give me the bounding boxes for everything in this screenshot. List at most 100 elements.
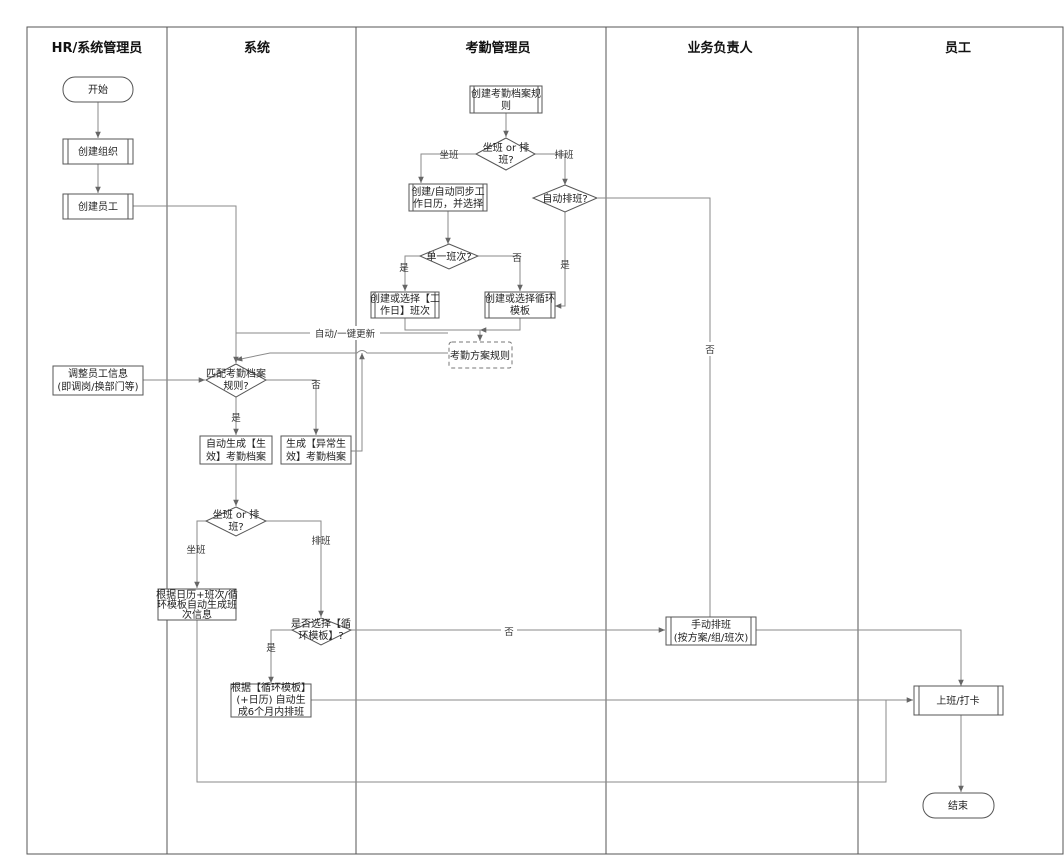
create-rule-line1: 创建考勤档案规	[471, 87, 541, 100]
label-bg-auto-update	[310, 326, 380, 340]
edge-emp-match	[133, 205, 239, 363]
choose-cycle-line2: 环模板】?	[298, 629, 343, 642]
shift-type-decision-att	[474, 137, 537, 171]
gen-6-months-box	[230, 683, 312, 718]
label-auto-update: 自动/一键更新	[315, 328, 376, 340]
edge-paiban-sys	[266, 520, 324, 617]
shift-type-sys-line1: 坐班 or 排	[213, 508, 260, 521]
attendance-plan-rule-label: 考勤方案规则	[450, 349, 510, 362]
lane-titles: HR/系统管理员 系统 考勤管理员 业务负责人 员工	[52, 40, 971, 56]
create-calendar-process	[408, 183, 488, 212]
cycle-template-process	[484, 291, 556, 319]
edge-calendar-path-to-clock	[196, 620, 887, 783]
start-node-label: 开始	[88, 83, 108, 96]
auto-schedule-label: 自动排班?	[542, 192, 587, 205]
label-bg-auto-no	[702, 342, 718, 356]
create-employee-label: 创建员工	[78, 200, 118, 213]
attendance-plan-rule-node	[448, 341, 513, 369]
edge-single-no	[478, 255, 523, 291]
single-shift-label: 单一班次?	[426, 250, 471, 263]
adjust-employee-line2: (即调岗/换部门等)	[57, 380, 138, 393]
create-org-label: 创建组织	[78, 145, 118, 158]
create-rule-line2: 则	[501, 99, 511, 112]
label-cycle-no: 否	[504, 627, 514, 638]
shift-type-decision-sys	[204, 506, 268, 537]
swimlane-frame	[26, 26, 1064, 855]
gen-by-calendar-line1: 根据日历+班次/循	[156, 588, 238, 601]
clock-in-process	[913, 685, 1004, 716]
label-paiban-sys: 排班	[311, 535, 331, 547]
create-calendar-line2: 作日历，并选择	[413, 197, 483, 210]
adjust-employee-line1: 调整员工信息	[68, 367, 128, 380]
gen-abnormal-box	[280, 435, 352, 465]
manual-schedule-line2: (按方案/组/班次)	[674, 631, 749, 644]
gen-6-months-line1: 根据【循环模板】	[231, 681, 311, 694]
gen-abnormal-line2: 效】考勤档案	[286, 450, 346, 463]
auto-gen-valid-line2: 效】考勤档案	[206, 450, 266, 463]
edge-cycle-plan	[480, 317, 521, 333]
manual-schedule-line1: 手动排班	[691, 618, 731, 631]
workday-shift-line2: 作日】班次	[380, 304, 430, 317]
edge-workday-plan	[404, 317, 483, 341]
label-zuoban-sys: 坐班	[186, 544, 206, 556]
label-single-yes: 是	[399, 263, 409, 274]
workday-shift-process	[370, 291, 440, 319]
match-rule-line1: 匹配考勤档案	[206, 367, 266, 380]
outer-frame	[26, 26, 1064, 855]
clock-in-label: 上班/打卡	[936, 694, 979, 707]
label-bg-cycle-no	[501, 624, 517, 638]
gen-abnormal-line1: 生成【异常生	[286, 437, 346, 450]
edge-labels: 自动/一键更新 坐班 排班 是 否 是 否 是 否 坐班 排班 是 否	[186, 149, 718, 654]
choose-cycle-line1: 是否选择【循	[291, 617, 351, 630]
edge-zuoban-att	[418, 153, 476, 183]
label-match-no: 否	[311, 380, 321, 391]
edge-single-yes	[402, 255, 420, 291]
gen-6-months-line3: 成6个月内排班	[238, 705, 304, 718]
shift-type-att-line2: 班?	[498, 154, 513, 166]
end-node-label: 结束	[948, 799, 968, 812]
gen-6-months-line2: (+日历) 自动生	[236, 693, 305, 706]
adjust-employee-box	[52, 365, 144, 396]
shift-type-att-line1: 坐班 or 排	[483, 141, 530, 154]
create-rule-process	[469, 85, 543, 114]
create-calendar-line1: 创建/自动同步工	[411, 185, 484, 198]
label-auto-yes: 是	[560, 260, 570, 271]
match-rule-line2: 规则?	[223, 379, 248, 392]
choose-cycle-decision	[290, 617, 353, 646]
cycle-template-line1: 创建或选择循环	[485, 292, 555, 305]
cycle-template-line2: 模板	[510, 304, 530, 317]
auto-schedule-decision	[531, 184, 599, 213]
create-org-process	[62, 138, 134, 165]
label-cycle-yes: 是	[266, 643, 276, 654]
label-zuoban-att: 坐班	[439, 149, 459, 161]
edge-zuoban-sys	[194, 520, 206, 588]
edge-match-no	[266, 379, 319, 435]
auto-gen-valid-box	[199, 435, 273, 465]
edge-paiban-att	[535, 153, 568, 185]
label-paiban-att: 排班	[554, 149, 574, 161]
start-node	[62, 76, 134, 103]
label-auto-no: 否	[705, 345, 715, 356]
auto-gen-valid-line1: 自动生成【生	[206, 437, 266, 450]
lane-title-system: 系统	[244, 40, 270, 56]
edge-plan-match	[235, 350, 448, 362]
lane-title-business-owner: 业务负责人	[687, 40, 753, 56]
single-shift-decision	[418, 243, 480, 270]
lane-title-employee: 员工	[945, 41, 971, 56]
label-single-no: 否	[512, 253, 522, 264]
gen-by-calendar-line3: 次信息	[182, 608, 212, 621]
edge-auto-no	[598, 197, 713, 628]
shift-type-sys-line2: 班?	[228, 521, 243, 533]
match-rule-decision	[204, 363, 268, 398]
lane-title-attendance-admin: 考勤管理员	[465, 40, 530, 56]
lane-title-hr: HR/系统管理员	[52, 40, 143, 56]
edges	[95, 102, 964, 792]
label-match-yes: 是	[231, 413, 241, 424]
manual-schedule-process	[665, 616, 757, 646]
workday-shift-line1: 创建或选择【工	[370, 292, 440, 305]
edge-cycle-yes	[268, 629, 292, 683]
gen-by-calendar-line2: 环模板自动生成班	[157, 598, 237, 611]
nodes: 开始 创建组织 创建员工 调整员工信息 (即调岗/换部门等) 创建考勤档案规 则…	[52, 76, 1004, 819]
edge-manual-clock	[756, 629, 964, 686]
